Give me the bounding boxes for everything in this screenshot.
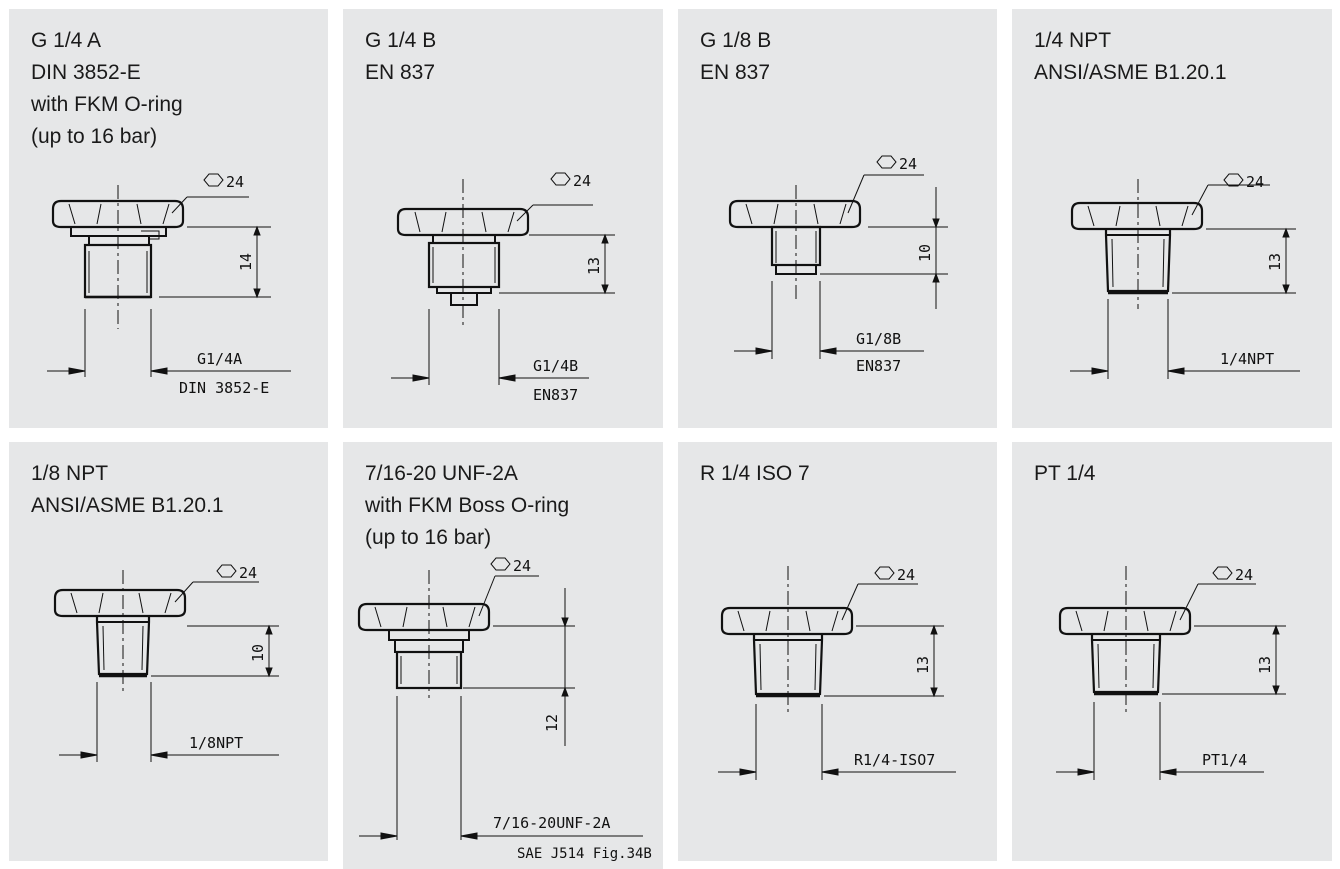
height-label: 13 xyxy=(1256,656,1274,674)
dia-label: 24 xyxy=(239,564,257,582)
title-line: ANSI/ASME B1.20.1 xyxy=(31,494,224,517)
title-line: DIN 3852-E xyxy=(31,61,141,84)
fitting-card-g18b: 24 10 G1/8B EN837 G 1/8 B EN 837 xyxy=(678,9,997,428)
dia-label: 24 xyxy=(1235,566,1253,584)
fitting-card-14npt: 24 13 1/4NPT 1/4 NPT ANSI/ASME B1.20.1 xyxy=(1012,9,1332,428)
card-title: G 1/4 A DIN 3852-E with FKM O-ring (up t… xyxy=(31,25,183,153)
thread-label: PT1/4 xyxy=(1202,751,1247,769)
fitting-card-pt14: 24 13 PT1/4 PT 1/4 xyxy=(1012,442,1332,861)
fitting-card-18npt: 24 10 1/8NPT 1/8 NPT ANSI/ASME B1.20.1 xyxy=(9,442,328,861)
title-line: 7/16-20 UNF-2A xyxy=(365,462,518,485)
dia-label: 24 xyxy=(513,557,531,575)
fitting-card-r14iso7: 24 13 R1/4-ISO7 R 1/4 ISO 7 xyxy=(678,442,997,861)
fitting-card-g14b: 24 13 G1/4B EN837 G 1/4 B EN 837 xyxy=(343,9,663,428)
thread-label: G1/8B xyxy=(856,330,901,348)
drawing-18npt: 24 10 1/8NPT xyxy=(53,564,279,762)
card-title: PT 1/4 xyxy=(1034,458,1095,490)
height-label: 10 xyxy=(249,644,267,662)
card-title: 7/16-20 UNF-2A with FKM Boss O-ring (up … xyxy=(365,458,569,554)
dia-label: 24 xyxy=(897,566,915,584)
drawing-pt14: 24 13 PT1/4 xyxy=(1056,566,1286,780)
standard-label: DIN 3852-E xyxy=(179,379,269,397)
drawing-716unf: 24 12 7/16-20UNF-2A SAE J514 Fig.34B xyxy=(357,557,652,862)
height-label: 13 xyxy=(1266,253,1284,271)
drawing-g18b: 24 10 G1/8B EN837 xyxy=(728,155,948,375)
thread-label: G1/4A xyxy=(197,350,242,368)
thread-label: 7/16-20UNF-2A xyxy=(493,814,610,832)
title-line: G 1/8 B xyxy=(700,29,772,52)
height-label: 10 xyxy=(916,244,934,262)
fitting-card-g14a: 24 14 G1/4A DIN 3852-E G 1/4 A DIN 3852-… xyxy=(9,9,328,428)
standard-label: EN837 xyxy=(533,386,578,404)
dia-label: 24 xyxy=(899,155,917,173)
card-title: 1/8 NPT ANSI/ASME B1.20.1 xyxy=(31,458,224,522)
thread-label: R1/4-ISO7 xyxy=(854,751,935,769)
height-label: 14 xyxy=(237,253,255,271)
title-line: PT 1/4 xyxy=(1034,462,1096,485)
title-line: with FKM O-ring xyxy=(31,93,183,116)
drawing-r14iso7: 24 13 R1/4-ISO7 xyxy=(718,566,956,780)
dia-label: 24 xyxy=(226,173,244,191)
title-line: (up to 16 bar) xyxy=(31,125,158,148)
card-title: G 1/8 B EN 837 xyxy=(700,25,771,89)
thread-label: 1/4NPT xyxy=(1220,350,1274,368)
standard-label: SAE J514 Fig.34B xyxy=(517,846,652,862)
title-line: EN 837 xyxy=(365,61,436,84)
title-line: 1/8 NPT xyxy=(31,462,109,485)
fitting-card-716unf: 24 12 7/16-20UNF-2A SAE J514 Fig.34B 7/1… xyxy=(343,442,663,869)
title-line: (up to 16 bar) xyxy=(365,526,492,549)
standard-label: EN837 xyxy=(856,357,901,375)
title-line: ANSI/ASME B1.20.1 xyxy=(1034,61,1227,84)
drawing-g14a: 24 14 G1/4A DIN 3852-E xyxy=(47,173,291,397)
title-line: R 1/4 ISO 7 xyxy=(700,462,810,485)
title-line: G 1/4 A xyxy=(31,29,102,52)
dia-label: 24 xyxy=(1246,173,1264,191)
drawing-g14b: 24 13 G1/4B EN837 xyxy=(391,172,615,404)
drawing-14npt: 24 13 1/4NPT xyxy=(1070,173,1300,379)
title-line: with FKM Boss O-ring xyxy=(365,494,570,517)
title-line: 1/4 NPT xyxy=(1034,29,1112,52)
card-title: R 1/4 ISO 7 xyxy=(700,458,810,490)
height-label: 13 xyxy=(585,257,603,275)
dia-label: 24 xyxy=(573,172,591,190)
thread-label: 1/8NPT xyxy=(189,734,243,752)
height-label: 12 xyxy=(543,714,561,732)
card-title: G 1/4 B EN 837 xyxy=(365,25,436,89)
thread-label: G1/4B xyxy=(533,357,578,375)
card-title: 1/4 NPT ANSI/ASME B1.20.1 xyxy=(1034,25,1227,89)
title-line: G 1/4 B xyxy=(365,29,437,52)
title-line: EN 837 xyxy=(700,61,771,84)
height-label: 13 xyxy=(914,656,932,674)
